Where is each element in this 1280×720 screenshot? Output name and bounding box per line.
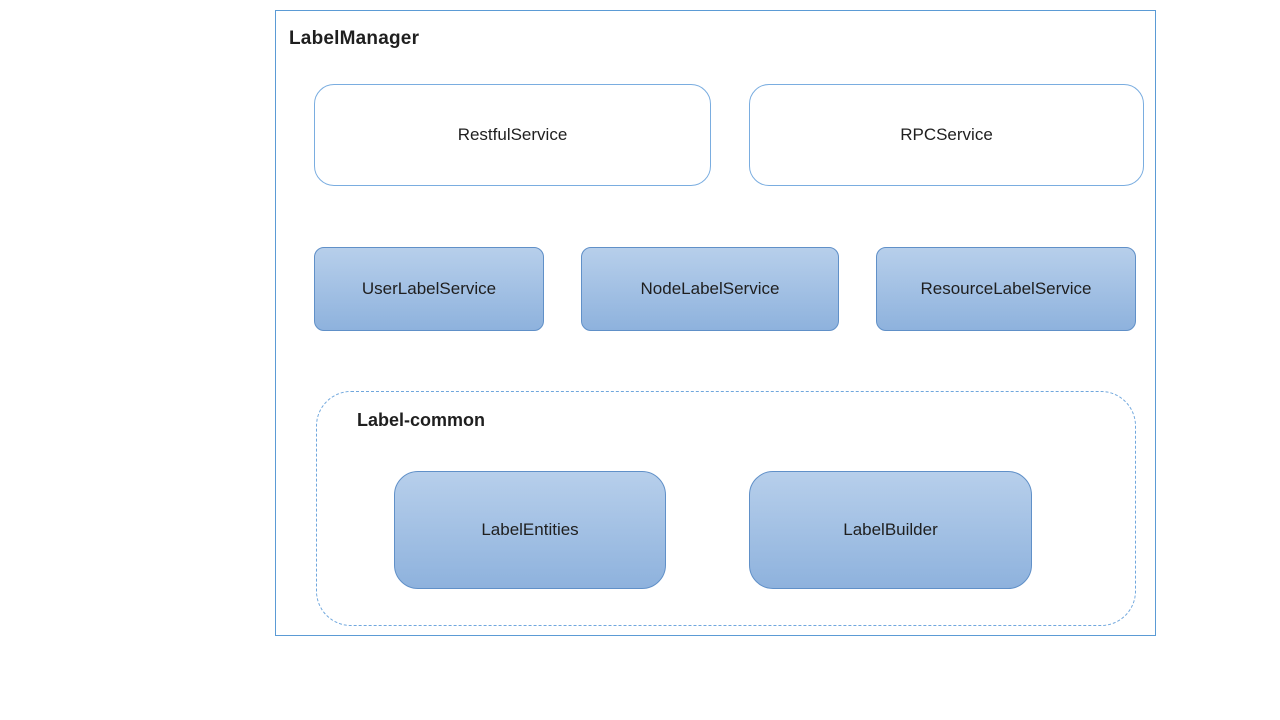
label-builder-box: LabelBuilder bbox=[749, 471, 1032, 589]
resource-label-service-box: ResourceLabelService bbox=[876, 247, 1136, 331]
user-label-service-box: UserLabelService bbox=[314, 247, 544, 331]
label-common-title: Label-common bbox=[357, 410, 486, 430]
node-label-service-box: NodeLabelService bbox=[581, 247, 839, 331]
node-label-service-label: NodeLabelService bbox=[640, 279, 780, 298]
restful-service-label: RestfulService bbox=[457, 125, 568, 144]
label-common-container: Label-common LabelEntities LabelBuilder bbox=[316, 391, 1136, 626]
rpc-service-label: RPCService bbox=[900, 125, 993, 144]
label-entities-box: LabelEntities bbox=[394, 471, 666, 589]
rpc-service-box: RPCService bbox=[749, 84, 1144, 186]
label-entities-label: LabelEntities bbox=[481, 520, 579, 539]
resource-label-service-label: ResourceLabelService bbox=[920, 279, 1092, 298]
label-builder-label: LabelBuilder bbox=[843, 520, 938, 539]
restful-service-box: RestfulService bbox=[314, 84, 711, 186]
label-manager-title: LabelManager bbox=[289, 28, 420, 49]
label-manager-container: LabelManager RestfulService RPCService U… bbox=[275, 10, 1156, 636]
user-label-service-label: UserLabelService bbox=[361, 279, 497, 298]
